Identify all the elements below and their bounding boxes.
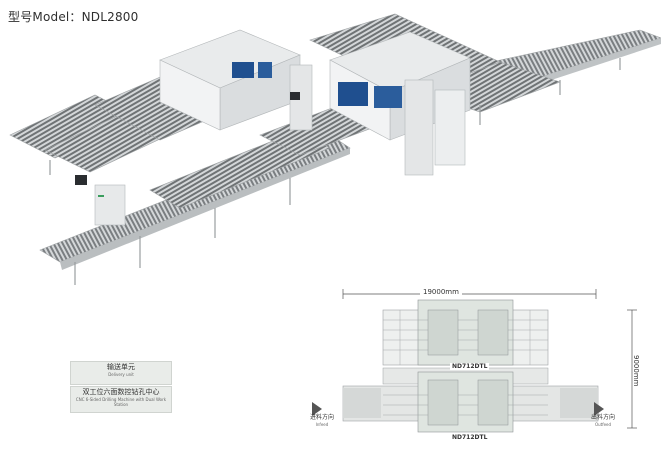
width-dimension-label: 19000mm: [420, 288, 462, 296]
infeed-label-en: Infeed: [315, 422, 329, 427]
infeed-arrow-icon: [312, 402, 322, 416]
outfeed-label-en: Outfeed: [594, 422, 612, 427]
legend-drilling-center: 双工位六面数控钻孔中心 CNC 6-Sided Drilling Machine…: [70, 386, 172, 413]
legend-drilling-center-en: CNC 6-Sided Drilling Machine with Dual W…: [75, 397, 167, 407]
outfeed-label-zh: 出料方向: [591, 414, 616, 421]
model-label-top: ND712DTL: [450, 363, 490, 370]
height-dimension-label: 9000mm: [632, 355, 640, 387]
legend-delivery-unit-zh: 输送单元: [107, 363, 135, 371]
legend-delivery-unit-en: Delivery unit: [108, 372, 134, 377]
outfeed-arrow-icon: [594, 402, 604, 416]
model-label-bottom: ND712DTL: [450, 434, 490, 441]
infeed-label: 进料方向 Infeed: [310, 414, 334, 428]
legend-delivery-unit: 输送单元 Delivery unit: [70, 361, 172, 385]
outfeed-label: 出料方向 Outfeed: [591, 414, 615, 428]
infeed-label-zh: 进料方向: [310, 414, 335, 421]
legend-drilling-center-zh: 双工位六面数控钻孔中心: [82, 388, 160, 396]
page-title: 型号Model：NDL2800: [8, 10, 139, 24]
machine-illustration: [9, 13, 661, 285]
